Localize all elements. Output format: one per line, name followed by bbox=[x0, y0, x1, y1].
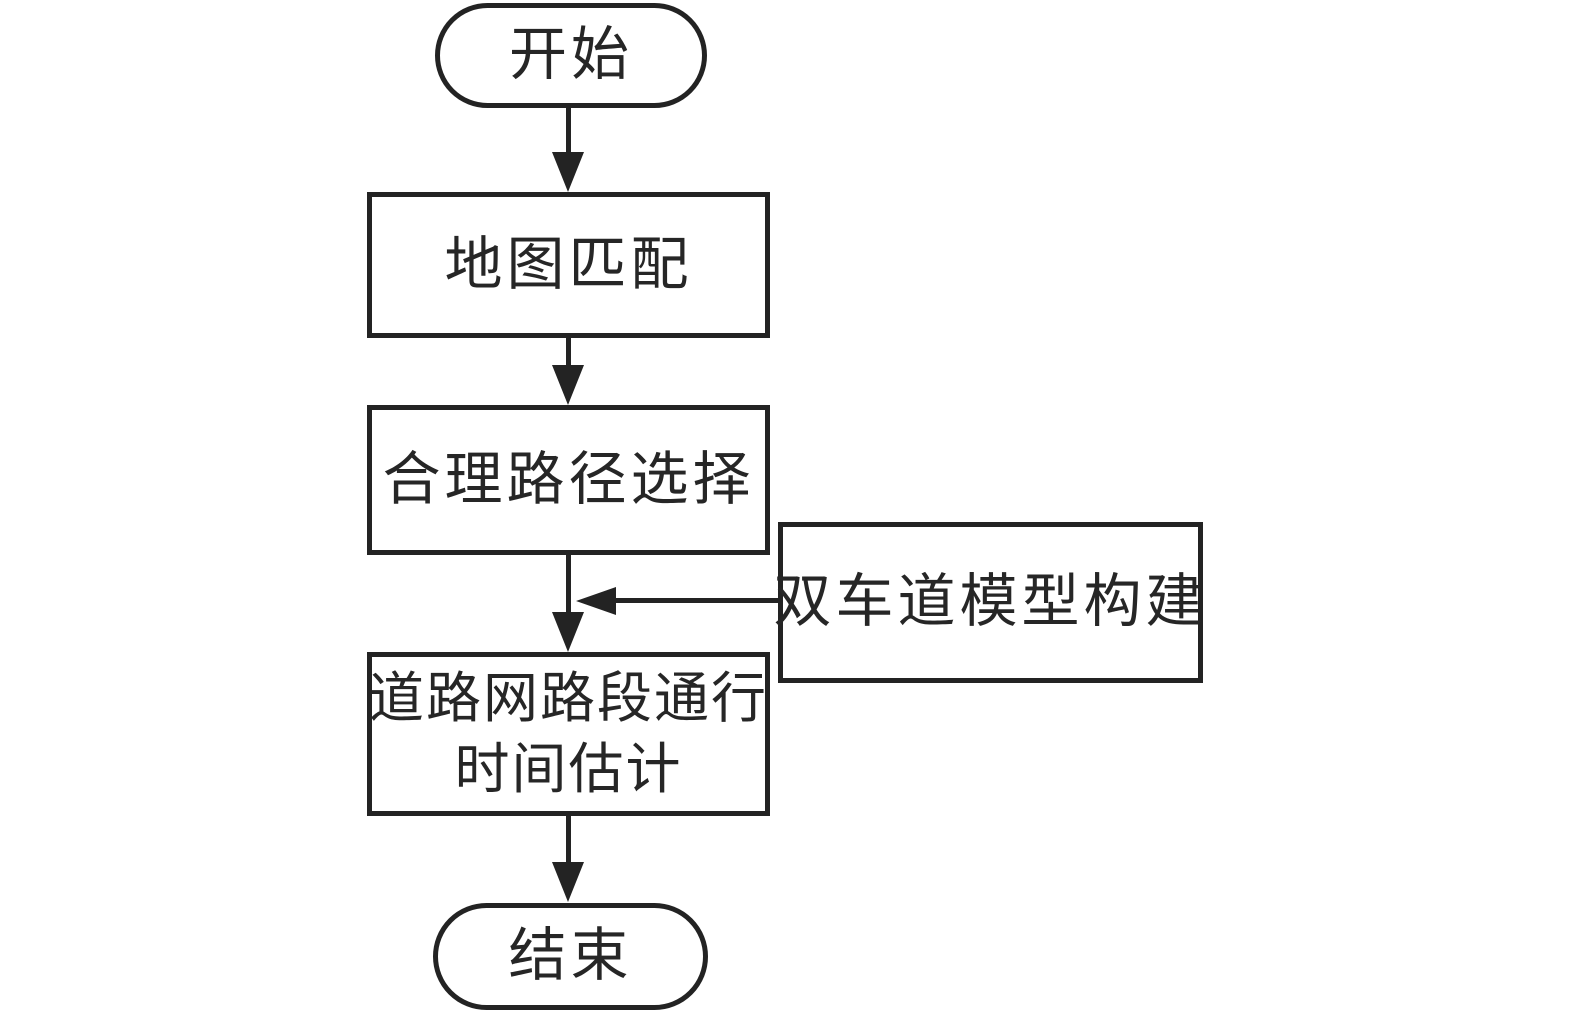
travel-time-label-line1: 道路网路段通行 bbox=[369, 667, 769, 729]
edge-map-matching-to-path-selection bbox=[566, 336, 571, 372]
arrowhead-down-icon bbox=[552, 152, 584, 192]
edge-path-selection-to-travel-time bbox=[566, 553, 571, 618]
node-two-lane-model: 双车道模型构建 bbox=[774, 522, 1204, 683]
arrowhead-down-icon bbox=[552, 862, 584, 902]
arrowhead-left-icon bbox=[576, 587, 616, 615]
node-map-matching: 地图匹配 bbox=[367, 192, 770, 338]
edge-travel-time-to-end bbox=[566, 814, 571, 868]
node-path-selection-label: 合理路径选择 bbox=[382, 446, 755, 512]
node-end: 结束 bbox=[433, 903, 708, 1010]
node-start-label: 开始 bbox=[508, 22, 633, 88]
node-start: 开始 bbox=[435, 3, 707, 108]
edge-start-to-map-matching bbox=[566, 108, 571, 158]
node-map-matching-label: 地图匹配 bbox=[444, 231, 693, 297]
arrowhead-down-icon bbox=[552, 365, 584, 405]
node-travel-time-estimation: 道路网路段通行 时间估计 bbox=[367, 652, 770, 816]
node-travel-time-estimation-label: 道路网路段通行 时间估计 bbox=[369, 663, 768, 806]
node-path-selection: 合理路径选择 bbox=[367, 405, 770, 555]
travel-time-label-line2: 时间估计 bbox=[454, 739, 683, 800]
arrowhead-down-icon bbox=[552, 612, 584, 652]
edge-two-lane-model-to-main-flow bbox=[612, 598, 778, 603]
node-two-lane-model-label: 双车道模型构建 bbox=[773, 569, 1208, 635]
node-end-label: 结束 bbox=[508, 923, 633, 989]
